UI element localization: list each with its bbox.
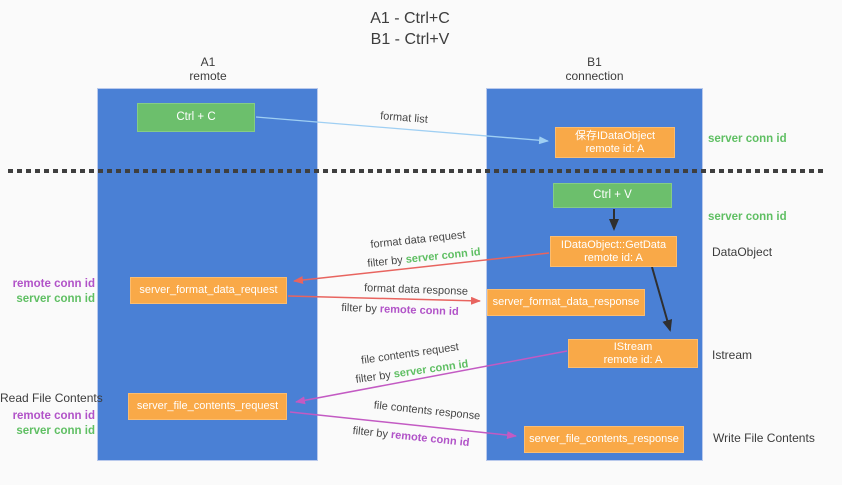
- server-file-contents-response-box: server_file_contents_response: [524, 426, 684, 453]
- remote-conn-id-format-label: remote conn id: [12, 278, 95, 290]
- istream-side-label: Istream: [712, 348, 753, 362]
- format-data-request-label: format data request: [369, 229, 467, 251]
- ctrl-v-box: Ctrl + V: [553, 183, 672, 208]
- lane-header-b1: B1 connection: [486, 55, 703, 83]
- lane-a1-title: A1: [200, 55, 216, 69]
- server-conn-id-highlight: server conn id: [392, 358, 470, 381]
- file-contents-response-label: file contents response: [373, 399, 481, 423]
- format-list-label: format list: [379, 110, 429, 126]
- server-format-data-response-label: server_format_data_response: [492, 296, 640, 308]
- format-conn-id-labels: remote conn id server conn id: [0, 277, 95, 307]
- remote-conn-id-file-label: remote conn id: [12, 410, 95, 422]
- server-conn-id-top-label: server conn id: [708, 133, 787, 145]
- filter-by-text: filter by: [366, 253, 407, 270]
- save-idataobject-box: 保存IDataObject remote id: A: [555, 127, 675, 158]
- getdata-line2: remote id: A: [584, 251, 643, 264]
- dataobject-label: DataObject: [712, 245, 773, 259]
- lane-header-a1: A1 remote: [97, 55, 319, 83]
- server-format-data-request-label: server_format_data_request: [139, 284, 278, 296]
- server-format-data-request-box: server_format_data_request: [130, 277, 287, 304]
- ctrl-v-label: Ctrl + V: [593, 189, 632, 201]
- format-data-request-filter-label: filter by server conn id: [367, 246, 481, 270]
- server-file-contents-request-box: server_file_contents_request: [128, 393, 287, 420]
- istream-box: IStream remote id: A: [568, 339, 698, 368]
- save-idataobject-line2: remote id: A: [585, 142, 645, 155]
- lane-b1-subtitle: connection: [565, 69, 624, 83]
- server-conn-id-mid-label: server conn id: [708, 211, 787, 223]
- title-line-2: B1 - Ctrl+V: [370, 31, 450, 48]
- server-format-data-response-box: server_format_data_response: [487, 289, 645, 316]
- ctrl-c-label: Ctrl + C: [176, 111, 216, 123]
- filter-by-text: filter by: [341, 301, 381, 316]
- server-file-contents-request-label: server_file_contents_request: [136, 400, 279, 412]
- machine-separator-dotted-line: [8, 169, 824, 173]
- save-idataobject-line1: 保存IDataObject: [574, 129, 656, 142]
- server-file-contents-response-label: server_file_contents_response: [529, 433, 679, 445]
- istream-line1: IStream: [613, 340, 653, 353]
- read-file-contents-label: Read File Contents: [0, 391, 103, 405]
- server-conn-id-format-label: server conn id: [16, 293, 95, 305]
- remote-conn-id-highlight: remote conn id: [390, 428, 470, 450]
- format-data-response-label: format data response: [363, 282, 469, 298]
- lane-b1-title: B1: [587, 55, 602, 69]
- diagram-title: A1 - Ctrl+C B1 - Ctrl+V: [320, 8, 500, 50]
- filter-by-text: filter by: [352, 424, 392, 441]
- file-conn-id-labels: remote conn id server conn id: [0, 409, 95, 439]
- getdata-line1: IDataObject::GetData: [560, 238, 667, 251]
- ctrl-c-box: Ctrl + C: [137, 103, 255, 132]
- title-line-1: A1 - Ctrl+C: [370, 10, 450, 27]
- istream-line2: remote id: A: [603, 353, 663, 366]
- remote-conn-id-highlight: remote conn id: [379, 303, 459, 319]
- server-conn-id-highlight: server conn id: [405, 246, 482, 266]
- file-contents-response-filter-label: filter by remote conn id: [352, 425, 470, 449]
- idataobject-getdata-box: IDataObject::GetData remote id: A: [550, 236, 677, 267]
- lane-a1-subtitle: remote: [189, 69, 227, 83]
- filter-by-text: filter by: [354, 368, 395, 386]
- format-data-response-filter-label: filter by remote conn id: [341, 302, 459, 318]
- write-file-contents-label: Write File Contents: [713, 431, 815, 445]
- server-conn-id-file-label: server conn id: [16, 425, 95, 437]
